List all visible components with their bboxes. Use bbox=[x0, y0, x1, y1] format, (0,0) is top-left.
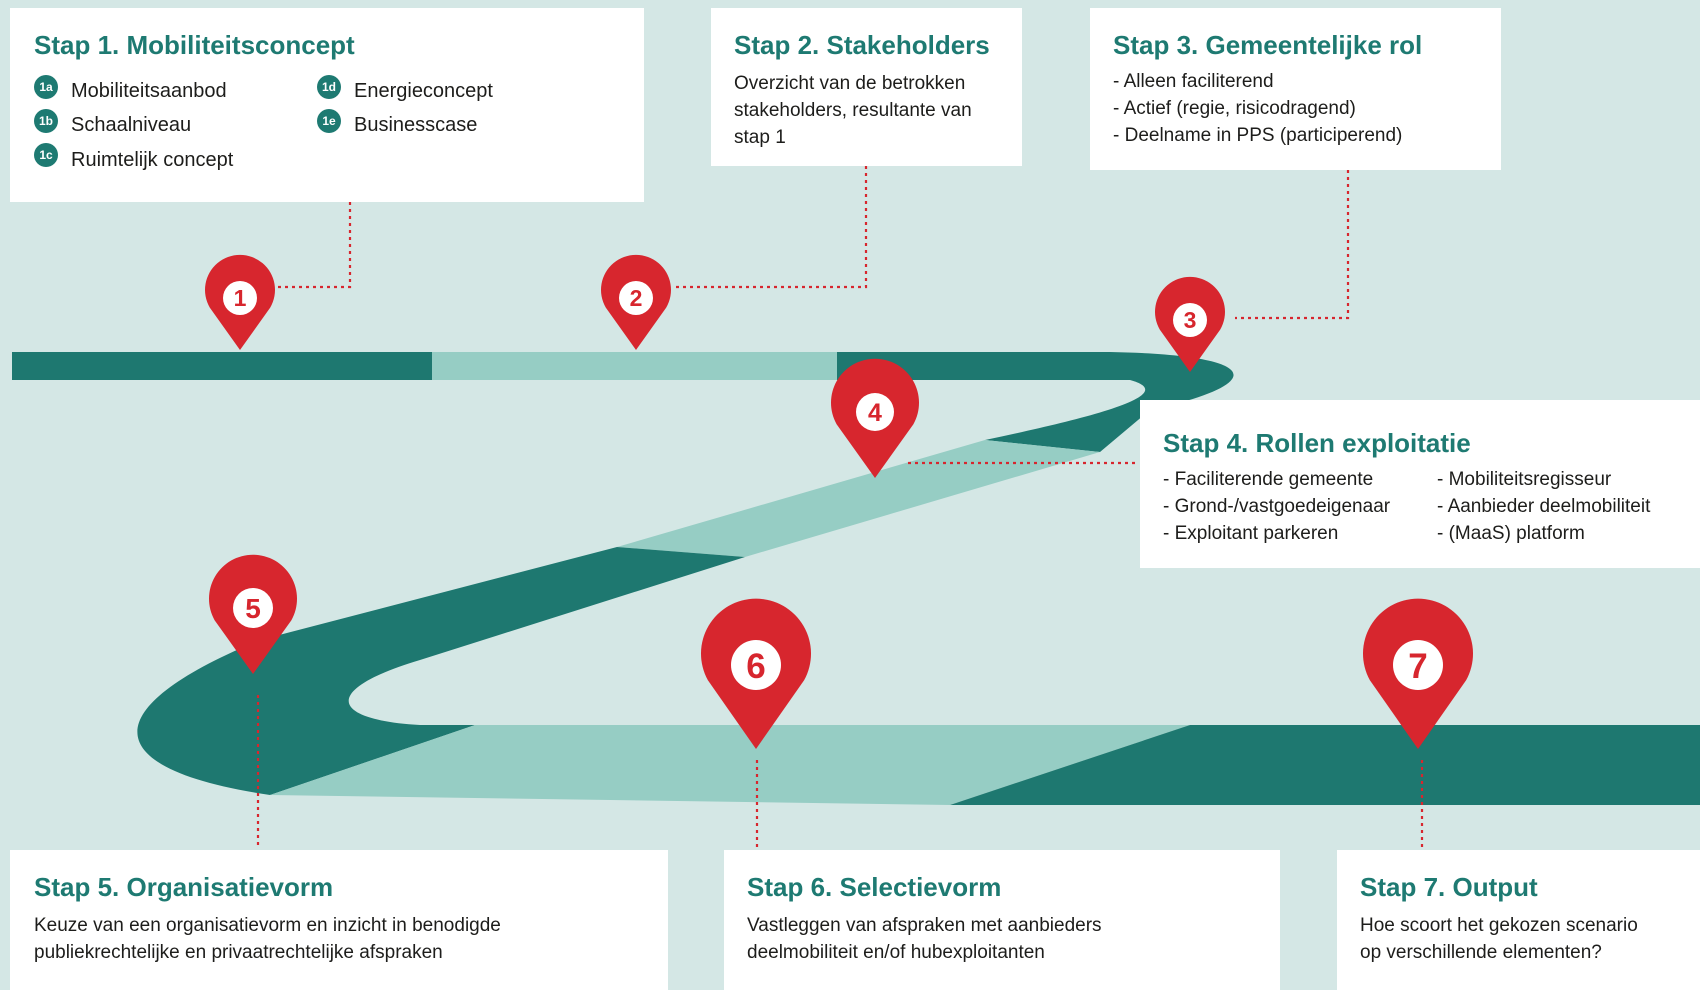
pin-3: 3 bbox=[1155, 276, 1225, 372]
connector-1 bbox=[278, 202, 352, 289]
step-1d-label: Energieconcept bbox=[354, 80, 493, 102]
pin-7-label: 7 bbox=[1408, 647, 1427, 686]
step-4-card: Stap 4. Rollen exploitatie Faciliterende… bbox=[1140, 400, 1700, 568]
step-3-card: Stap 3. Gemeentelijke rol Alleen facilit… bbox=[1090, 8, 1501, 170]
step-4-list-right: Mobiliteitsregisseur Aanbieder deelmobil… bbox=[1437, 466, 1651, 547]
step-6-line-2: deelmobiliteit en/of hubexploitanten bbox=[747, 942, 1045, 963]
pin-1: 1 bbox=[205, 254, 275, 350]
step-1e-label: Businesscase bbox=[354, 114, 478, 136]
step-4-item: Aanbieder deelmobiliteit bbox=[1437, 493, 1651, 520]
step-4-item: Mobiliteitsregisseur bbox=[1437, 466, 1650, 493]
step-7-card: Stap 7. Output Hoe scoort het gekozen sc… bbox=[1337, 850, 1700, 990]
step-1a-label: Mobiliteitsaanbod bbox=[71, 80, 227, 102]
pin-4-label: 4 bbox=[868, 399, 882, 427]
road-segment-1 bbox=[12, 352, 432, 380]
pin-4: 4 bbox=[831, 358, 919, 478]
connector-lines bbox=[256, 166, 1424, 848]
pin-6-label: 6 bbox=[746, 647, 765, 686]
pin-7: 7 bbox=[1363, 598, 1473, 749]
step-1a-badge: 1a bbox=[34, 75, 58, 99]
step-1c-label: Ruimtelijk concept bbox=[71, 149, 234, 171]
step-1c-badge: 1c bbox=[34, 143, 58, 167]
step-7-line-2: op verschillende elementen? bbox=[1360, 942, 1602, 963]
road-segment-5 bbox=[137, 547, 745, 795]
step-1b-label: Schaalniveau bbox=[71, 114, 192, 136]
connector-2 bbox=[673, 166, 868, 289]
step-2-line-2: stakeholders, resultante van bbox=[734, 100, 972, 121]
step-6-line-1: Vastleggen van afspraken met aanbieders bbox=[747, 915, 1102, 936]
step-2-title: Stap 2. Stakeholders bbox=[734, 30, 990, 60]
step-2-line-3: stap 1 bbox=[734, 127, 786, 148]
step-1d-badge: 1d bbox=[317, 75, 341, 99]
step-1-card: Stap 1. Mobiliteitsconcept 1a Mobiliteit… bbox=[10, 8, 644, 202]
step-3-item: Actief (regie, risicodragend) bbox=[1113, 95, 1501, 122]
step-1e-badge: 1e bbox=[317, 109, 341, 133]
pin-3-label: 3 bbox=[1184, 307, 1197, 333]
step-4-item: Faciliterende gemeente bbox=[1163, 466, 1390, 493]
step-7-line-1: Hoe scoort het gekozen scenario bbox=[1360, 915, 1638, 936]
step-4-item: Grond-/vastgoedeigenaar bbox=[1163, 493, 1390, 520]
step-4-list-left: Faciliterende gemeente Grond-/vastgoedei… bbox=[1163, 466, 1390, 547]
step-1-title: Stap 1. Mobiliteitsconcept bbox=[34, 30, 355, 60]
step-3-list: Alleen faciliterend Actief (regie, risic… bbox=[1113, 68, 1501, 149]
step-6-card: Stap 6. Selectievorm Vastleggen van afsp… bbox=[724, 850, 1280, 990]
step-5-line-1: Keuze van een organisatievorm en inzicht… bbox=[34, 915, 501, 936]
step-5-title: Stap 5. Organisatievorm bbox=[34, 872, 334, 902]
road-segment-3 bbox=[837, 352, 1234, 452]
step-3-title: Stap 3. Gemeentelijke rol bbox=[1113, 30, 1423, 60]
step-6-title: Stap 6. Selectievorm bbox=[747, 872, 1002, 902]
road-segment-2 bbox=[432, 352, 837, 380]
step-1b-badge: 1b bbox=[34, 109, 58, 133]
pin-6: 6 bbox=[701, 598, 811, 749]
step-3-item: Alleen faciliterend bbox=[1113, 68, 1501, 95]
step-5-card: Stap 5. Organisatievorm Keuze van een or… bbox=[10, 850, 668, 990]
step-7-title: Stap 7. Output bbox=[1360, 872, 1538, 902]
road-segment-7 bbox=[950, 725, 1700, 805]
step-2-card: Stap 2. Stakeholders Overzicht van de be… bbox=[711, 8, 1022, 166]
pin-5-label: 5 bbox=[245, 593, 261, 624]
step-5-line-2: publiekrechtelijke en privaatrechtelijke… bbox=[34, 942, 443, 963]
step-3-item: Deelname in PPS (participerend) bbox=[1113, 122, 1501, 149]
pin-2: 2 bbox=[601, 254, 671, 350]
pin-5: 5 bbox=[209, 554, 297, 674]
connector-3 bbox=[1235, 170, 1350, 320]
step-2-line-1: Overzicht van de betrokken bbox=[734, 73, 966, 94]
road-segment-4 bbox=[617, 440, 1100, 557]
step-4-title: Stap 4. Rollen exploitatie bbox=[1163, 428, 1471, 458]
pin-2-label: 2 bbox=[630, 285, 643, 311]
road-segment-6 bbox=[270, 725, 1190, 805]
pin-1-label: 1 bbox=[234, 285, 247, 311]
step-4-item: Exploitant parkeren bbox=[1163, 520, 1390, 547]
step-4-item: (MaaS) platform bbox=[1437, 520, 1650, 547]
